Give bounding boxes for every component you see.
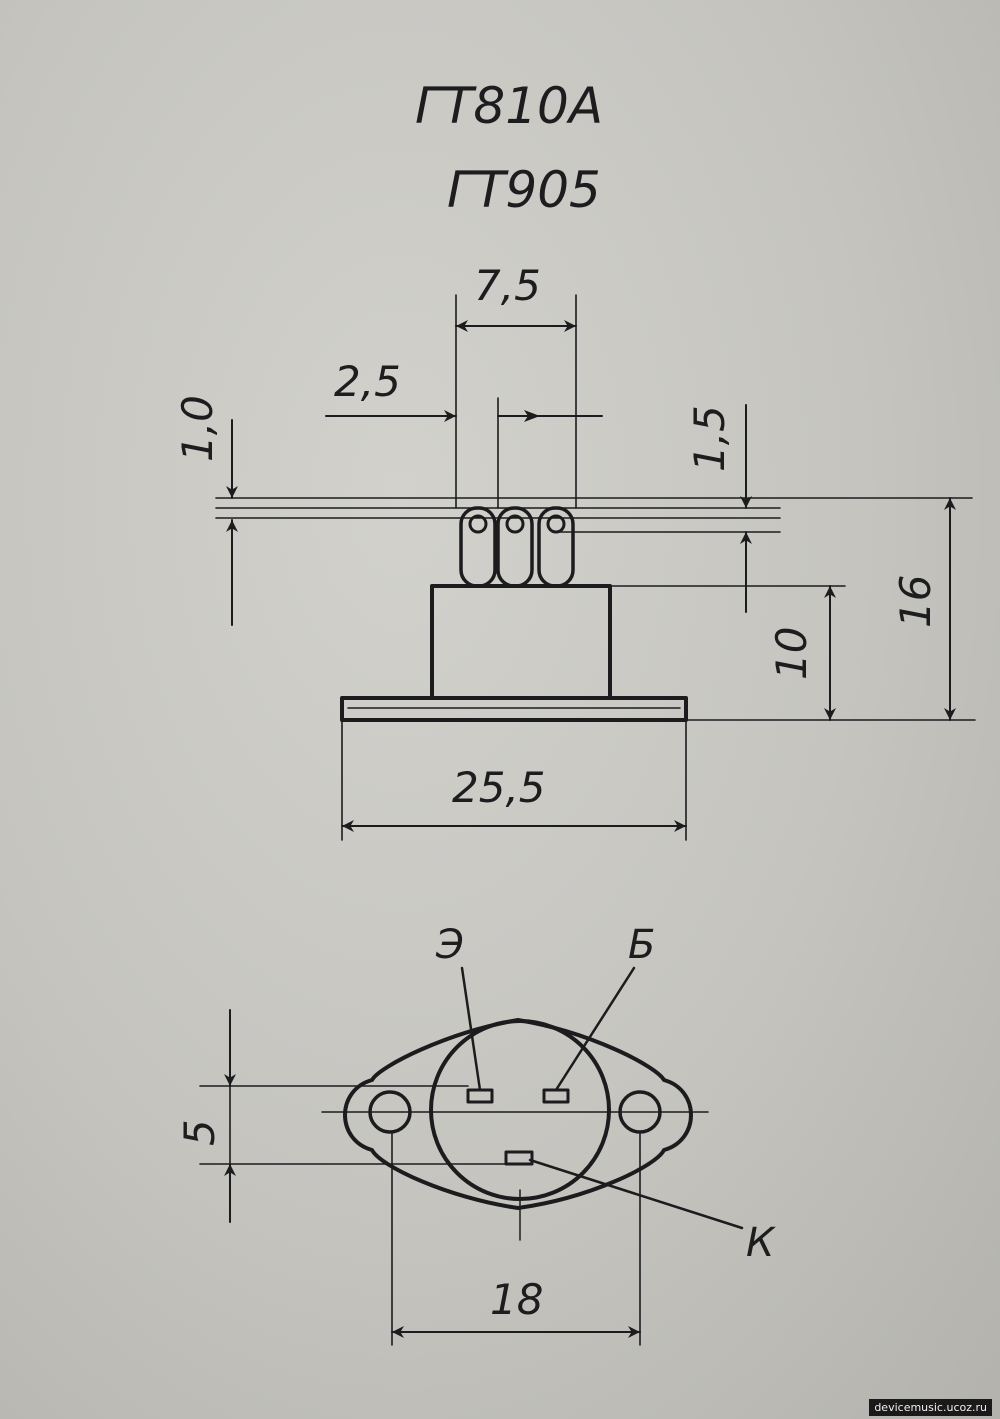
dim-body-height: 10	[767, 627, 816, 680]
bottom-view: Э Б К 5 18	[175, 922, 776, 1346]
label-base: Б	[628, 922, 655, 968]
title-line-1: ГТ810А	[415, 77, 603, 135]
dim-pin-span: 7,5	[474, 261, 541, 310]
label-collector: К	[746, 1220, 776, 1266]
dim-lead-top: 1,0	[173, 395, 222, 462]
dim-hole-spacing: 18	[490, 1275, 543, 1324]
flange	[340, 696, 688, 722]
watermark: devicemusic.ucoz.ru	[869, 1399, 992, 1416]
pin-emitter	[466, 1088, 494, 1104]
pin-collector	[504, 1150, 534, 1166]
flange-outline	[343, 1018, 693, 1210]
dim-flange-width: 25,5	[452, 763, 546, 812]
dim-flange-offset: 5	[175, 1119, 224, 1146]
dim-pin-pitch: 2,5	[334, 357, 401, 406]
pin-base	[542, 1088, 570, 1104]
case-body	[430, 584, 612, 700]
label-emitter: Э	[435, 922, 464, 968]
title-line-2: ГТ905	[447, 161, 601, 219]
leads	[459, 506, 575, 588]
side-view: 7,5 2,5 1,0 1,5 10 16 25,5	[173, 261, 976, 841]
dim-total-height: 16	[891, 575, 940, 628]
dim-lead-hole: 1,5	[685, 405, 734, 472]
